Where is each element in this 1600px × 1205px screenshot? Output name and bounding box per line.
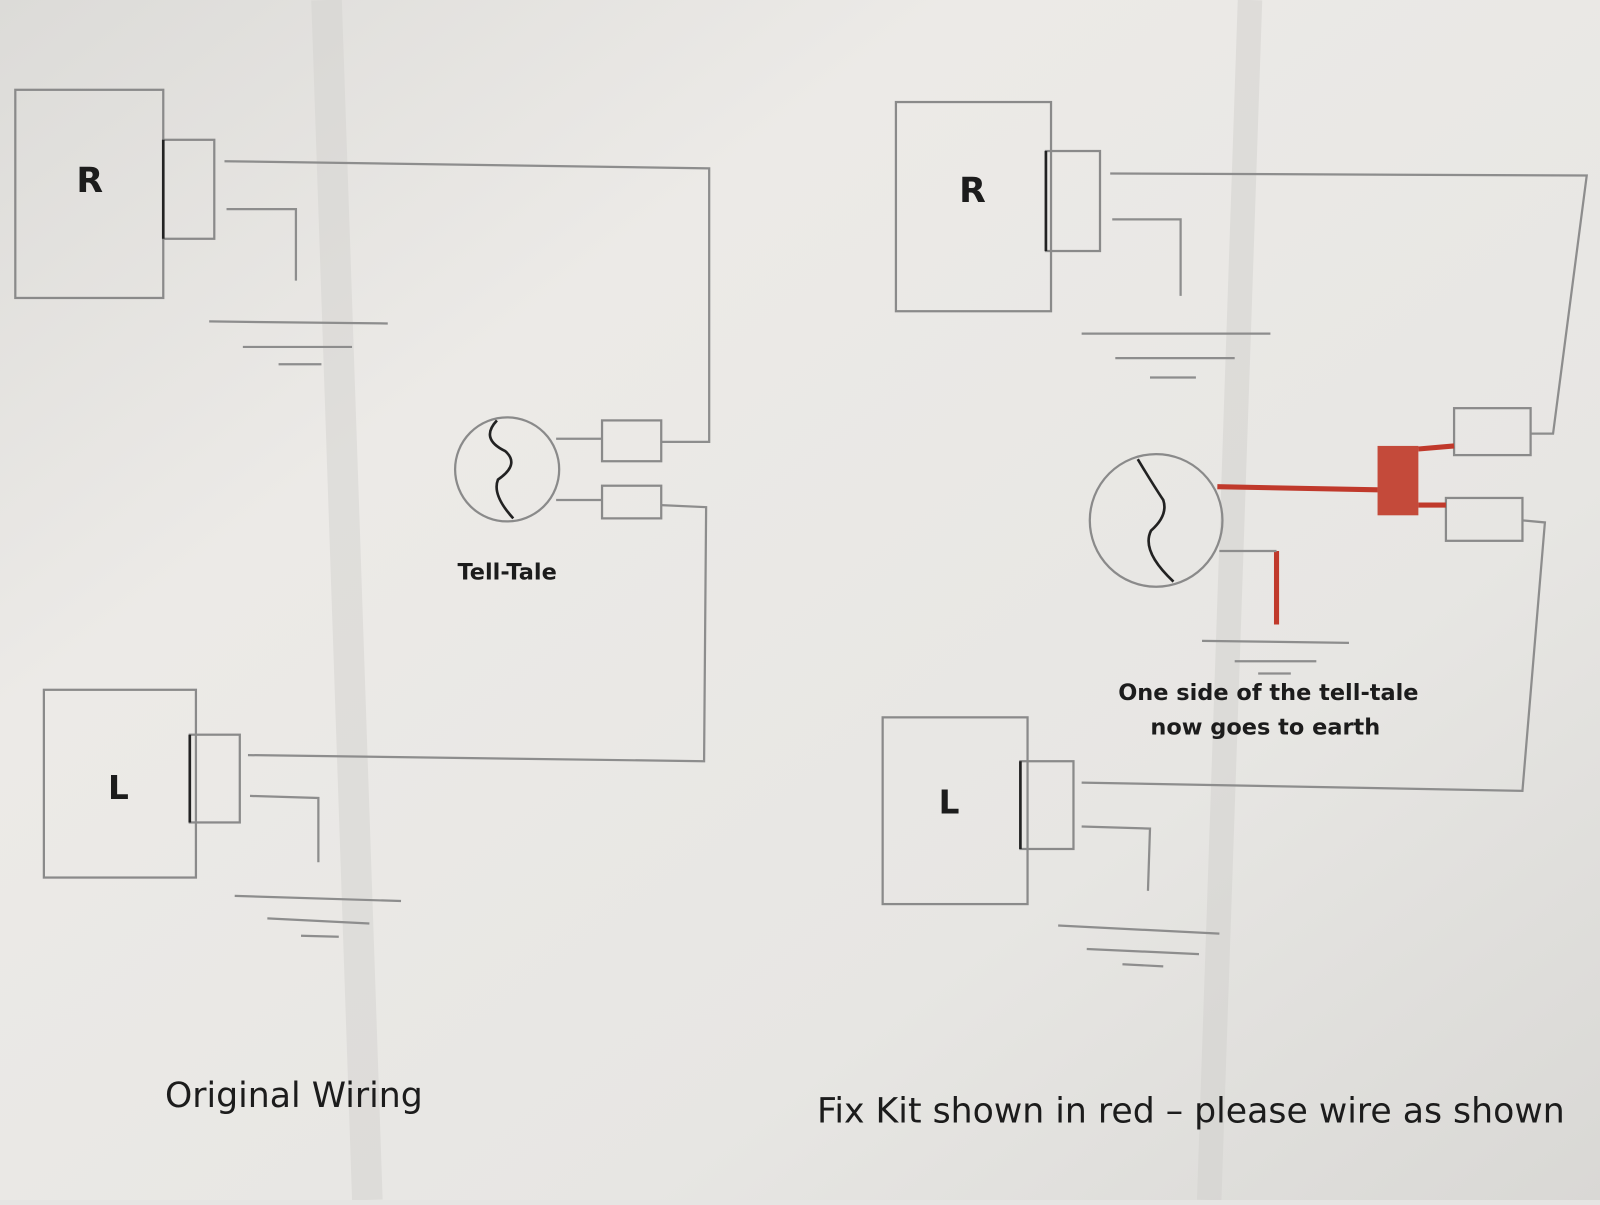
telltale-circle <box>453 416 561 523</box>
left-lamp: L <box>42 688 241 879</box>
telltale-connector-top <box>1452 407 1532 457</box>
left-lamp-label: L <box>108 769 129 807</box>
telltale-circle <box>1088 452 1224 588</box>
right-lamp: R <box>14 88 216 300</box>
filament-icon <box>1136 458 1175 583</box>
paper-crease <box>311 0 383 1201</box>
right-lamp-box <box>894 100 1053 313</box>
wire-right-to-telltale <box>1110 172 1589 435</box>
telltale-connector-bottom <box>1444 496 1524 542</box>
wire-telltale-to-left <box>247 503 708 763</box>
fix-kit-diagram: R One side of the tell-tale now <box>817 100 1589 1131</box>
telltale-lamp <box>1088 452 1224 588</box>
filament-icon <box>488 419 515 520</box>
fix-kit-red <box>1217 443 1455 625</box>
original-caption: Original Wiring <box>165 1076 423 1116</box>
left-lamp-box <box>881 716 1029 906</box>
left-earth-wire <box>249 794 320 863</box>
fix-caption: Fix Kit shown in red – please wire as sh… <box>817 1091 1565 1131</box>
wire-telltale-to-left <box>1081 519 1547 792</box>
paper-crease <box>1196 0 1263 1201</box>
earth-symbol <box>1081 332 1271 379</box>
fix-kit-junction <box>1377 445 1419 516</box>
earth-symbol <box>1202 639 1349 675</box>
earth-note-line1: One side of the tell-tale <box>1118 680 1418 706</box>
left-earth-wire <box>1081 825 1152 891</box>
right-earth-wire <box>226 208 298 281</box>
left-lamp-box <box>42 688 198 879</box>
telltale-lamp: Tell-Tale <box>453 416 663 586</box>
original-wiring-diagram: R Tell-Tale L <box>14 88 711 1116</box>
wire-right-to-telltale <box>224 160 711 443</box>
telltale-connector-top <box>600 419 663 463</box>
earth-note-line2: now goes to earth <box>1150 715 1380 741</box>
left-lamp: L <box>881 716 1075 906</box>
right-lamp: R <box>894 100 1102 313</box>
fix-kit-wire <box>1217 484 1378 493</box>
telltale-label: Tell-Tale <box>457 560 556 586</box>
right-lamp-label: R <box>76 161 103 201</box>
earth-symbol <box>234 894 402 938</box>
left-lamp-label: L <box>939 783 960 821</box>
telltale-connector-bottom <box>600 484 663 520</box>
earth-symbol <box>209 320 388 366</box>
right-earth-wire <box>1112 218 1182 296</box>
right-lamp-label: R <box>959 171 986 211</box>
earth-symbol <box>1058 924 1220 968</box>
